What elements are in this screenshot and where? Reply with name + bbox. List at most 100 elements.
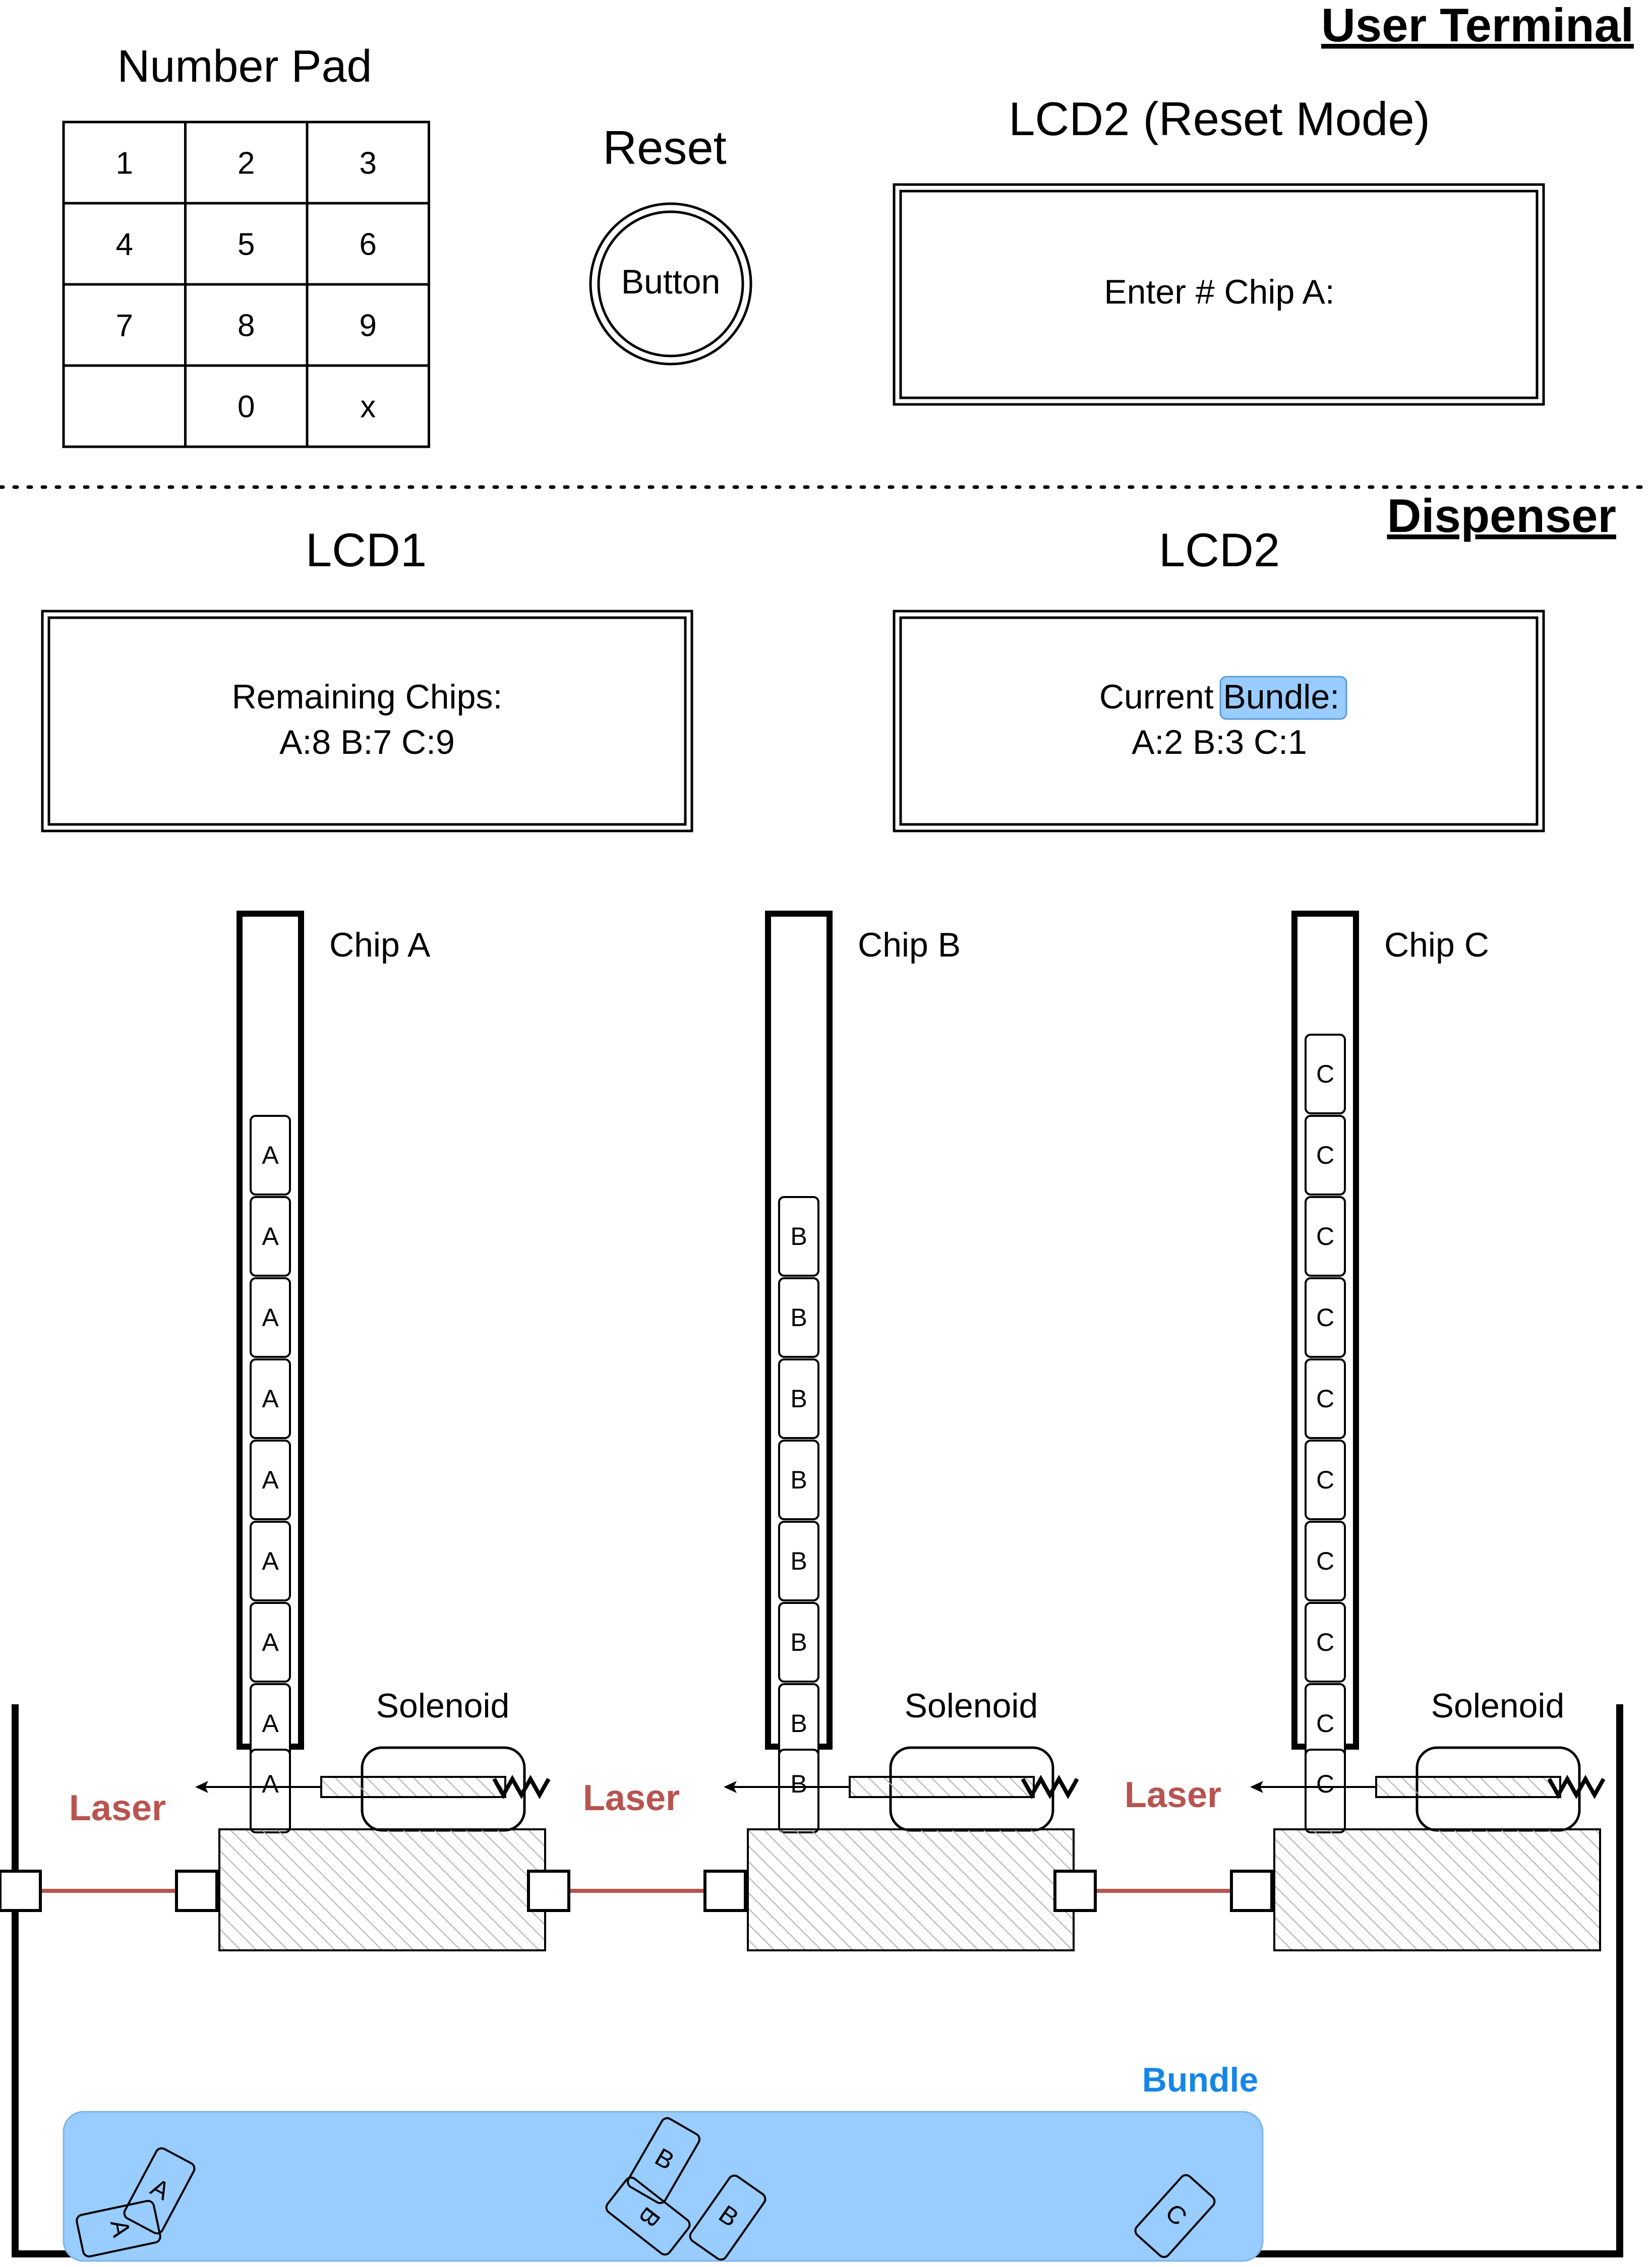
lcd2-reset-screen: Enter # Chip A: [893,183,1545,406]
chip: C [1305,1277,1346,1358]
laser-label: Laser [1125,1775,1221,1815]
laser-receiver [1230,1870,1273,1912]
solenoid-plunger [320,1776,506,1798]
svg-text:C: C [1316,1770,1334,1798]
numpad-key[interactable]: 7 [62,283,187,367]
numpad-key-label: 2 [238,146,255,181]
numpad-key[interactable]: x [306,364,430,448]
numpad-key-label: 5 [238,227,255,262]
svg-text:A: A [262,1385,279,1413]
solenoid-label: Solenoid [376,1687,510,1725]
numpad-key[interactable]: 4 [62,202,187,286]
lcd1-title: LCD1 [306,523,427,576]
spring [1021,1774,1079,1800]
svg-text:A: A [262,1222,279,1250]
chip: B [778,1602,819,1683]
chip: C [1305,1196,1346,1277]
svg-text:C: C [1316,1141,1334,1169]
push-arrowhead [195,1781,208,1793]
lcd2-title: LCD2 [1159,523,1280,576]
chip-tube-label: Chip C [1384,926,1489,964]
svg-text:A: A [262,1547,279,1575]
chip: A [250,1521,291,1601]
chip: A [250,1358,291,1439]
chip: A [250,1277,291,1358]
svg-text:A: A [262,1466,279,1494]
dispenser-base [747,1828,1075,1951]
chip: A [250,1440,291,1520]
chip-tube-label: Chip A [329,926,431,964]
reset-button[interactable]: Button [589,202,752,366]
lcd2-line2: A:2 B:3 C:1 [1132,723,1307,761]
gate-chip: A [250,1749,291,1833]
lcd2-line1-prefix: Current [1099,678,1223,716]
svg-text:A: A [262,1709,279,1738]
numpad-key[interactable]: 0 [184,364,309,448]
spring [492,1774,551,1800]
chip: C [1305,1521,1346,1601]
laser-emitter [527,1870,570,1912]
svg-text:C: C [1316,1628,1334,1656]
numpad-key[interactable]: 6 [306,202,430,286]
svg-text:B: B [790,1547,807,1575]
numpad-key[interactable]: 9 [306,283,430,367]
svg-text:C: C [1316,1466,1334,1494]
solenoid-plunger [1375,1776,1561,1798]
bundle-highlight [1219,676,1347,720]
solenoid-label: Solenoid [905,1687,1038,1725]
chip: B [778,1277,819,1358]
bundle-tray [63,2111,1264,2262]
svg-text:B: B [790,1222,807,1250]
numpad-key-label: 8 [238,309,255,343]
chip: B [778,1196,819,1277]
chip: C [1305,1358,1346,1439]
numpad-key[interactable]: 5 [184,202,309,286]
gate-chip: B [778,1749,819,1833]
svg-text:B: B [790,1303,807,1332]
chip: B [778,1358,819,1439]
bundle-label: Bundle [1142,2061,1258,2099]
chip: A [250,1602,291,1683]
numpad-key-label: 4 [116,227,133,262]
push-arrowhead [724,1781,737,1793]
laser-emitter [0,1870,42,1912]
lcd2-screen: Current Bundle: A:2 B:3 C:1 [893,610,1545,832]
svg-text:B: B [790,1770,807,1798]
chip: A [250,1115,291,1196]
gate-chip: C [1305,1749,1346,1833]
lcd2-reset-title: LCD2 (Reset Mode) [1009,92,1430,145]
chip: C [1305,1602,1346,1683]
laser-receiver [175,1870,218,1912]
number-pad-title: Number Pad [117,41,372,92]
chip: A [250,1196,291,1277]
numpad-key-label: 0 [238,390,255,425]
numpad-key[interactable]: 8 [184,283,309,367]
dispenser-base [1273,1828,1601,1951]
numpad-key[interactable]: 3 [306,121,430,205]
numpad-key[interactable]: 1 [62,121,187,205]
svg-text:B: B [790,1709,807,1738]
dispenser-base [218,1828,546,1951]
svg-text:A: A [262,1628,279,1656]
numpad-key-label: 7 [116,309,133,343]
laser-label: Laser [69,1788,166,1828]
svg-text:C: C [1316,1222,1334,1250]
svg-text:B: B [790,1466,807,1494]
numpad-key[interactable] [62,364,187,448]
user-terminal-title: User Terminal [1321,0,1634,51]
chip: B [778,1521,819,1601]
chip: C [1305,1034,1346,1114]
svg-text:C: C [1316,1709,1334,1738]
spring [1547,1774,1606,1800]
svg-text:C: C [1316,1303,1334,1332]
svg-text:C: C [1316,1060,1334,1088]
svg-text:B: B [790,1628,807,1656]
svg-text:A: A [262,1141,279,1169]
chip: B [778,1440,819,1520]
lcd2-reset-text: Enter # Chip A: [1104,273,1334,311]
numpad-key[interactable]: 2 [184,121,309,205]
